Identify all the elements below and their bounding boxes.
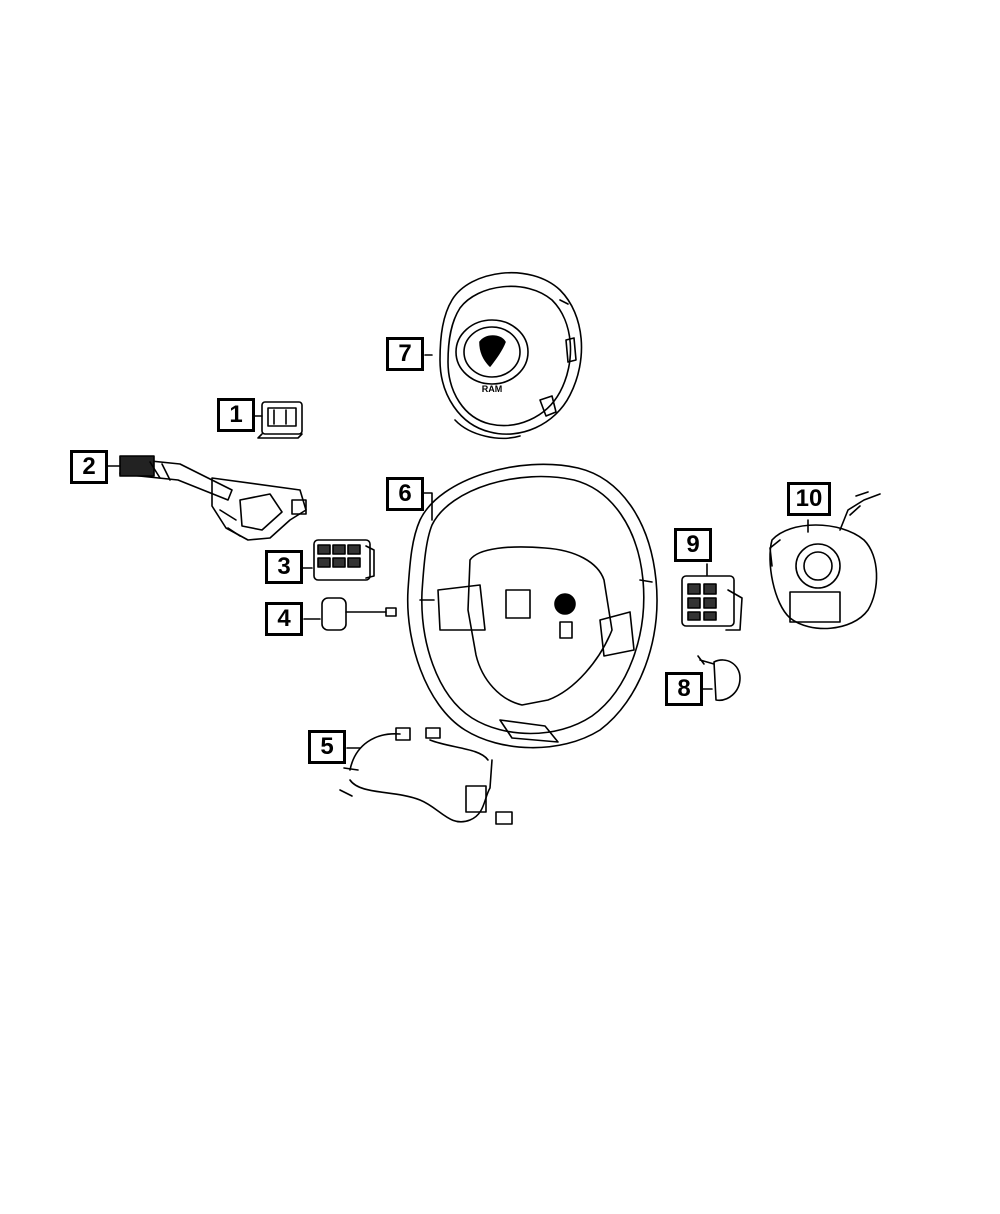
- callout-10[interactable]: 10: [787, 482, 831, 516]
- callout-2[interactable]: 2: [70, 450, 108, 484]
- callout-label: 8: [677, 675, 691, 702]
- callout-label: 6: [398, 480, 412, 507]
- callout-label: 1: [229, 401, 243, 428]
- callout-label: 4: [277, 605, 291, 632]
- clockspring-drawing: [769, 491, 881, 630]
- callout-8[interactable]: 8: [665, 672, 703, 706]
- callout-4[interactable]: 4: [265, 602, 303, 636]
- callout-label: 9: [686, 531, 700, 558]
- switch-drawing: [257, 401, 303, 439]
- callout-7[interactable]: 7: [386, 337, 424, 371]
- airbag-emblem-text: RAM: [482, 384, 503, 394]
- airbag-module-drawing: [439, 271, 583, 440]
- callout-9[interactable]: 9: [674, 528, 712, 562]
- callout-label: 10: [795, 485, 823, 512]
- swc-switch-right-drawing: [681, 575, 743, 631]
- callout-label: 7: [398, 340, 412, 367]
- callout-label: 5: [320, 733, 334, 760]
- leader-lines: [103, 354, 809, 749]
- stalk-switch-drawing: [119, 455, 307, 541]
- callout-5[interactable]: 5: [308, 730, 346, 764]
- callout-label: 2: [82, 453, 96, 480]
- callout-1[interactable]: 1: [217, 398, 255, 432]
- wiring-harness-drawing: [339, 727, 513, 825]
- steering-wheel-drawing: [406, 463, 658, 749]
- callout-label: 3: [277, 553, 291, 580]
- callout-3[interactable]: 3: [265, 550, 303, 584]
- paddle-switch-right-drawing: [697, 655, 741, 702]
- paddle-switch-drawing: [321, 597, 397, 631]
- swc-switch-left-drawing: [313, 539, 375, 581]
- callout-6[interactable]: 6: [386, 477, 424, 511]
